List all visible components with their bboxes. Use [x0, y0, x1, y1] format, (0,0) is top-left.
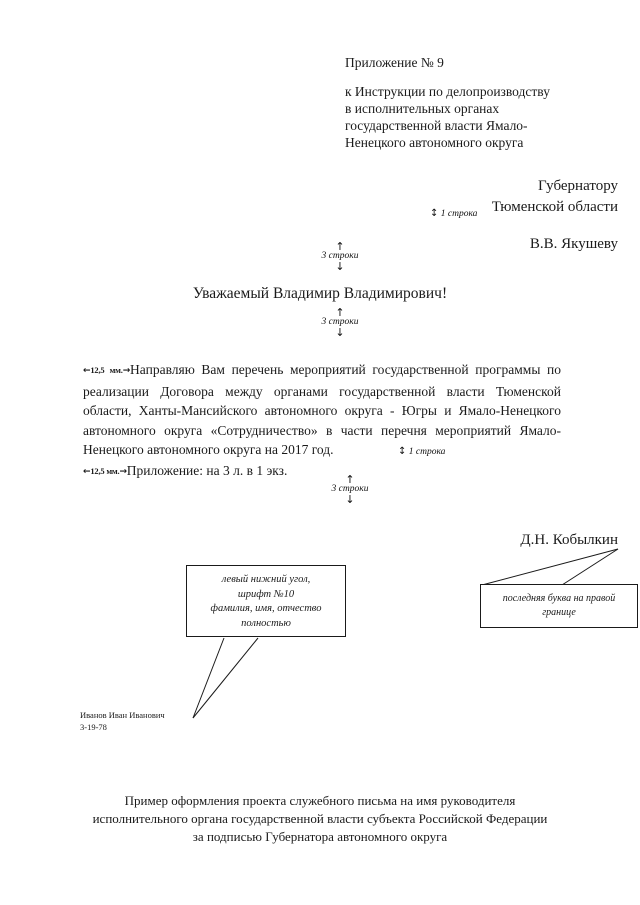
appendix-reference-line: в исполнительных органах	[345, 101, 500, 116]
arrow-left-icon: ←	[83, 366, 91, 376]
annex-line: ←12,5 мм.→Приложение: на 3 л. в 1 экз.	[83, 461, 561, 482]
spacing-marker-one-line-addressee: ↕ 1 строка	[430, 208, 550, 220]
arrow-up-icon: ↑	[335, 306, 345, 319]
page-caption-line: за подписью Губернатора автономного окру…	[192, 829, 448, 844]
spacing-marker-three-lines-before-signature: ↑ 3 строки ↓	[290, 473, 410, 506]
body-paragraph-text: Направляю Вам перечень мероприятий госуд…	[83, 362, 561, 457]
callout-left-line: шрифт №10	[237, 588, 295, 600]
addressee-name: В.В. Якушеву	[529, 236, 618, 252]
executor-block: Иванов Иван Иванович 3-19-78	[80, 710, 280, 733]
callout-right-line: границе	[542, 607, 576, 618]
indent-marker-label: 12,5 мм.	[90, 466, 120, 476]
page-caption-line: Пример оформления проекта служебного пис…	[124, 793, 516, 808]
spacing-marker-label: 3 строки	[321, 317, 359, 327]
spacing-marker-three-lines-below-greeting: ↑ 3 строки ↓	[280, 306, 400, 339]
spacing-marker-label: 1 строка	[408, 447, 446, 457]
callout-left-line: левый нижний угол,	[221, 574, 311, 585]
signature-name: Д.Н. Кобылкин	[520, 532, 618, 548]
addressee-region: Тюменской области	[491, 199, 618, 215]
annex-text: Приложение: на 3 л. в 1 экз.	[126, 463, 288, 478]
callout-box-executor-note: левый нижний угол, шрифт №10 фамилия, им…	[186, 565, 346, 637]
arrow-updown-icon: ↕	[430, 208, 439, 219]
executor-name: Иванов Иван Иванович	[80, 710, 165, 720]
callout-left-line: полностью	[241, 617, 291, 629]
arrow-up-icon: ↑	[335, 240, 345, 253]
appendix-reference-line: к Инструкции по делопроизводству	[345, 84, 550, 99]
greeting-line: Уважаемый Владимир Владимирович!	[192, 285, 448, 302]
arrow-right-icon: →	[122, 366, 131, 376]
spacing-marker-one-line-annex: ↕ 1 строка	[398, 446, 528, 458]
appendix-reference-block: Приложение № 9 к Инструкции по делопроиз…	[345, 54, 615, 151]
arrow-updown-icon: ↕	[398, 446, 407, 457]
appendix-title: Приложение № 9	[345, 55, 444, 70]
page-caption-line: исполнительного органа государственной в…	[92, 811, 548, 826]
arrow-down-icon: ↓	[335, 326, 345, 339]
indent-marker-body: ←12,5 мм.→	[83, 365, 131, 376]
arrow-down-icon: ↓	[345, 493, 355, 506]
appendix-reference-text: к Инструкции по делопроизводству в испол…	[345, 83, 615, 151]
appendix-reference-line: государственной власти Ямало-	[345, 118, 528, 133]
arrow-down-icon: ↓	[335, 260, 345, 273]
indent-marker-annex: ←12,5 мм.→	[83, 466, 127, 477]
addressee-position: Губернатору	[538, 178, 618, 194]
callout-right-line: последняя буква на правой	[502, 593, 616, 604]
spacing-marker-label: 3 строки	[331, 484, 369, 494]
callout-box-signature-note: последняя буква на правой границе	[480, 584, 638, 628]
spacing-marker-label: 3 строки	[321, 251, 359, 261]
page-caption: Пример оформления проекта служебного пис…	[60, 792, 580, 846]
appendix-reference-line: Ненецкого автономного округа	[345, 135, 524, 150]
arrow-up-icon: ↑	[345, 473, 355, 486]
arrow-left-icon: ←	[83, 467, 91, 477]
addressee-block: Губернатору Тюменской области В.В. Якуше…	[330, 176, 618, 255]
spacing-marker-three-lines-above-greeting: ↑ 3 строки ↓	[280, 240, 400, 273]
body-paragraph: ←12,5 мм.→Направляю Вам перечень меропри…	[83, 360, 561, 460]
executor-phone: 3-19-78	[80, 721, 107, 732]
spacing-marker-label: 1 строка	[440, 209, 478, 219]
callout-left-line: фамилия, имя, отчество	[210, 603, 322, 614]
indent-marker-label: 12,5 мм.	[90, 365, 123, 375]
arrow-right-icon: →	[119, 467, 127, 477]
